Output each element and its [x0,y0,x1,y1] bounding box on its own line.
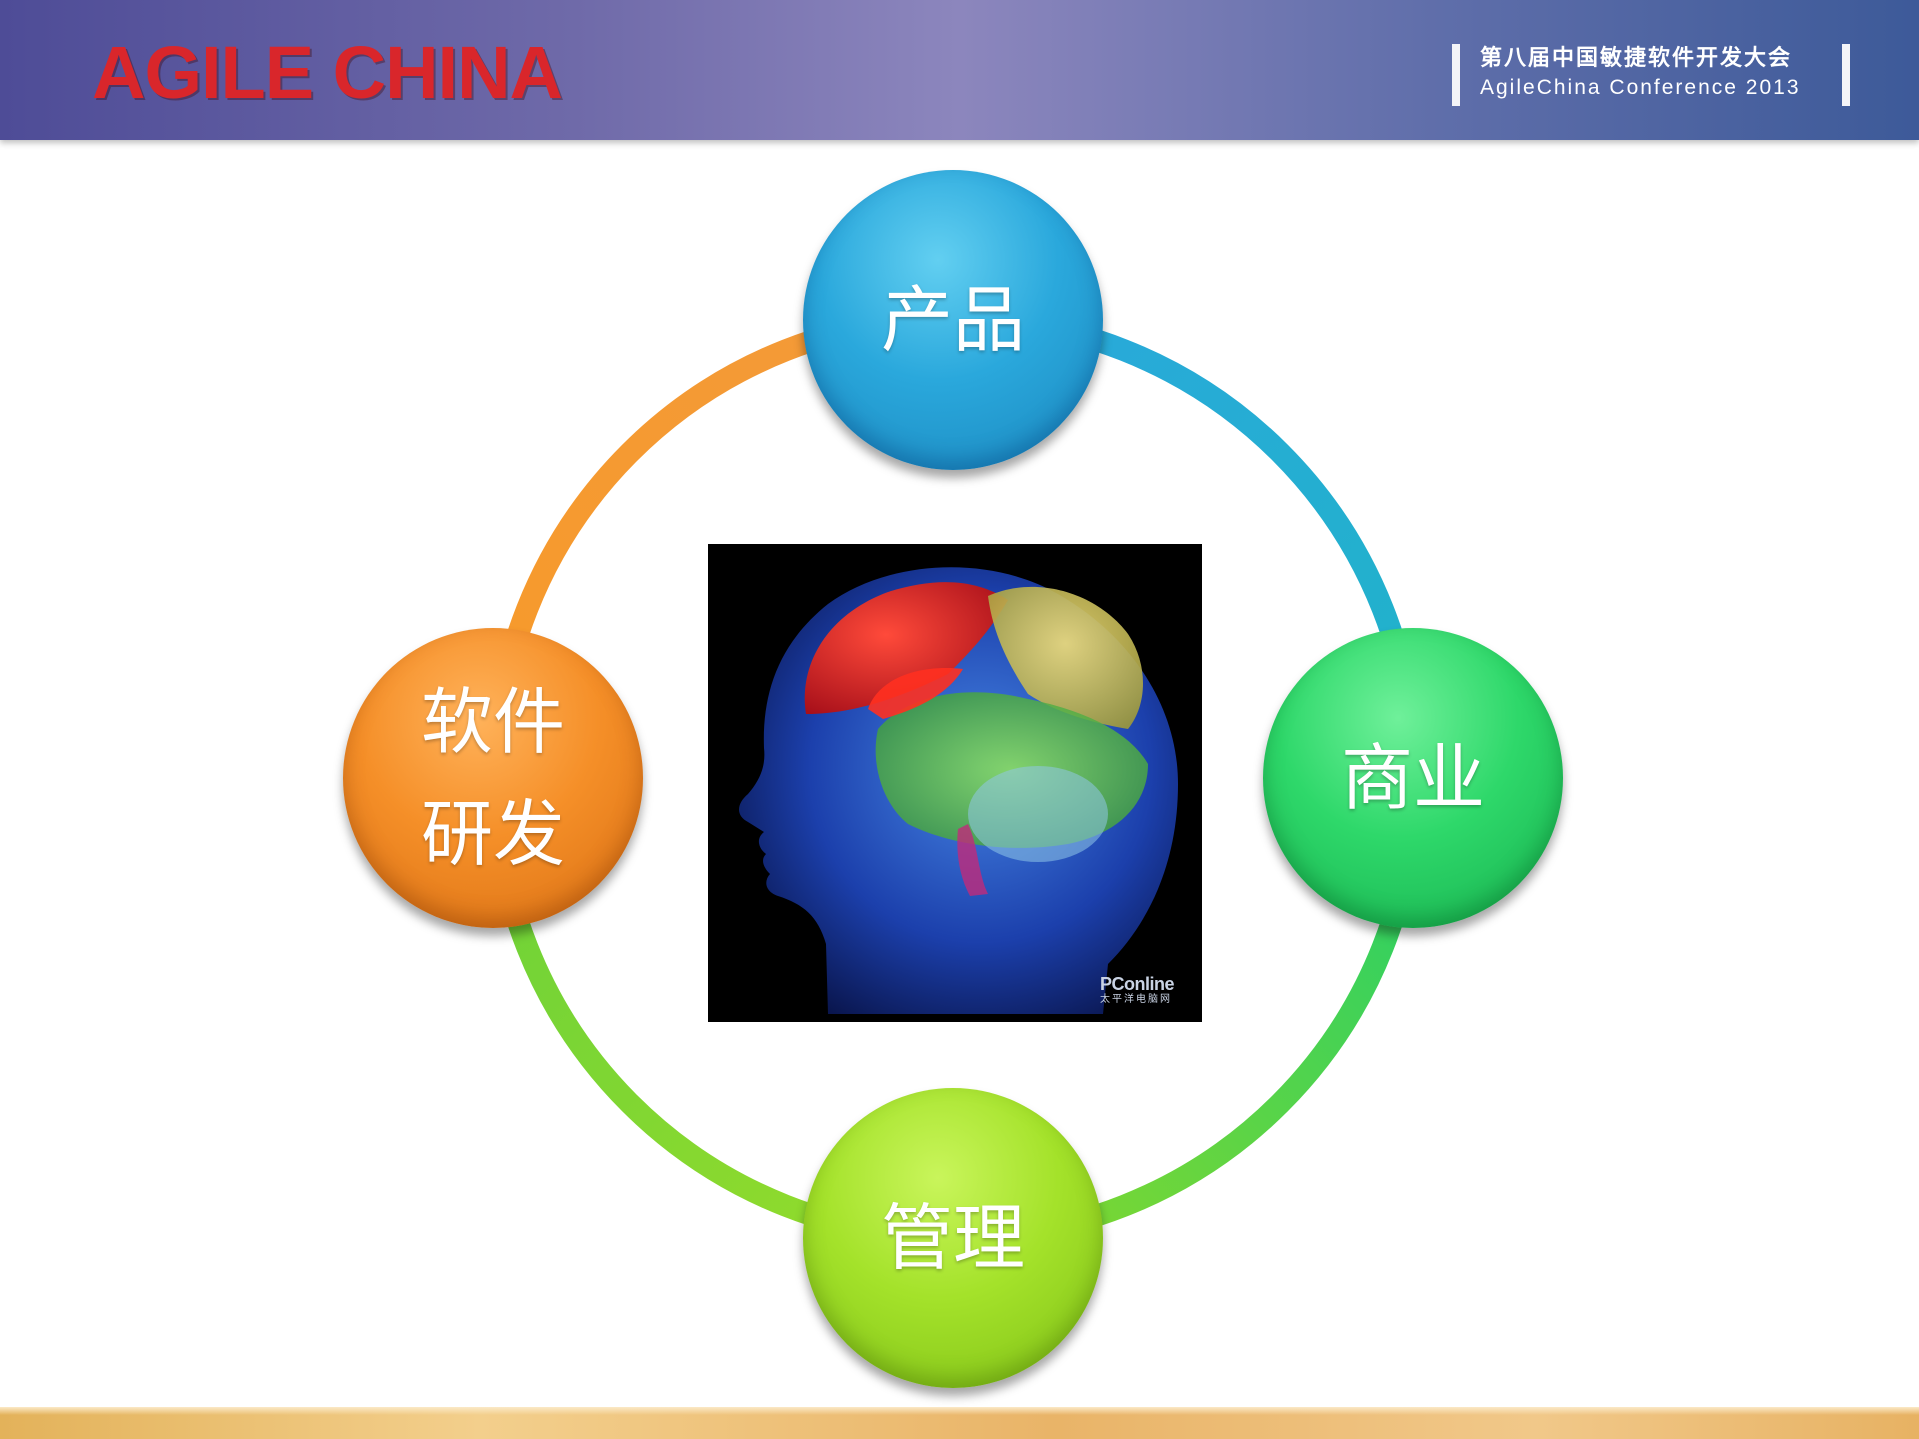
node-product: 产品 [803,170,1103,470]
node-software-dev: 软件研发 [343,628,643,928]
watermark-sub: 太平洋电脑网 [1100,994,1172,1005]
conference-title-cn: 第八届中国敏捷软件开发大会 [1480,46,1793,71]
node-software-dev-label: 软件研发 [420,680,565,876]
conference-title-en: AgileChina Conference 2013 [1480,76,1801,99]
node-business: 商业 [1263,628,1563,928]
node-product-label: 产品 [880,278,1025,362]
brain-illustration [739,567,1178,1014]
header-bar: AGILE CHINA 第八届中国敏捷软件开发大会 AgileChina Con… [0,0,1919,140]
node-business-label: 商业 [1340,736,1485,820]
image-watermark: PConline 太平洋电脑网 [1100,974,1200,1006]
watermark-logo: PConline [1100,974,1175,994]
brain-head-image: PConline 太平洋电脑网 [708,544,1202,1022]
agile-china-logo: AGILE CHINA [92,31,563,114]
node-management: 管理 [803,1088,1103,1388]
footer-bar [0,1407,1919,1439]
node-management-label: 管理 [880,1196,1025,1280]
conference-title-block: 第八届中国敏捷软件开发大会 AgileChina Conference 2013 [1452,44,1850,106]
